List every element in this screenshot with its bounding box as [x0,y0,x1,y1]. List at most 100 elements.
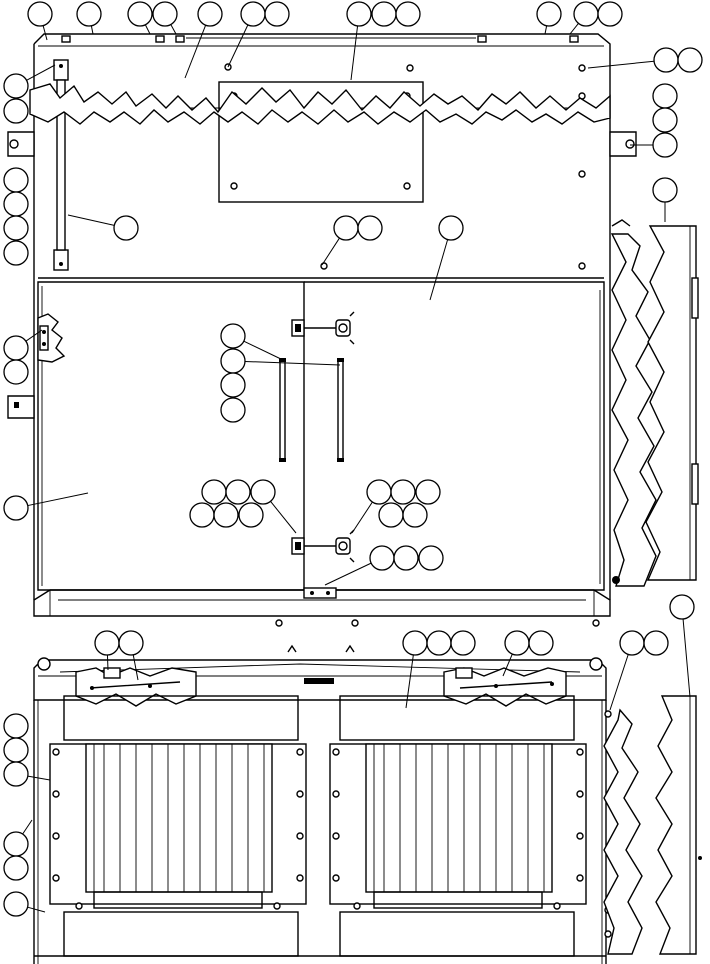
callout-leader-line [609,654,629,711]
callout-balloon [3,495,29,521]
callout-leader-line [170,24,177,35]
callout-balloon [395,1,421,27]
callout-leader-line [184,24,207,79]
callout-balloon [240,1,266,27]
callout-balloon [3,167,29,193]
callout-leader-line [350,25,359,81]
callout-leader-line [324,562,372,586]
callout-balloon [653,47,679,73]
callout-leader-line [27,492,89,507]
callout-balloon [415,479,441,505]
lower-transformer-assembly [33,644,612,964]
callout-balloon [264,1,290,27]
callout-balloon [94,630,120,656]
callout-balloon [127,1,153,27]
callout-balloon [76,1,102,27]
callout-leader-line [25,329,43,342]
callout-balloon [573,1,599,27]
door-handle-left [279,359,286,461]
callout-balloon [220,348,246,374]
callout-balloon [220,397,246,423]
callout-balloon [333,215,359,241]
callout-leader-line [569,23,579,35]
callout-balloon [504,630,530,656]
callout-leader-line [544,25,548,35]
callout-balloon [597,1,623,27]
callout-balloon [643,630,669,656]
callout-layer [3,1,703,917]
callout-balloon [619,630,645,656]
callout-balloon [393,545,419,571]
door-latch-bottom [291,529,355,563]
callout-balloon [225,479,251,505]
callout-leader-line [405,654,414,709]
callout-leader-line [106,654,109,671]
callout-balloon [3,891,29,917]
callout-balloon [346,1,372,27]
door-handle-right [337,359,344,461]
callout-leader-line [244,360,341,366]
callout-balloon [3,359,29,385]
callout-balloon [366,479,392,505]
callout-balloon [3,335,29,361]
callout-balloon [3,855,29,881]
callout-balloon [369,545,395,571]
door-latch-top [291,311,355,345]
callout-leader-line [682,618,691,698]
callout-balloon [3,831,29,857]
callout-leader-line [321,237,340,266]
callout-balloon [118,630,144,656]
left-mount-bracket [7,131,35,157]
callout-leader-line [132,654,139,681]
callout-leader-line [351,501,373,534]
callout-balloon [450,630,476,656]
callout-balloon [3,761,29,787]
callout-balloon [426,630,452,656]
right-mount-bracket [609,131,637,157]
callout-balloon [250,479,276,505]
break-line-upper [29,83,611,125]
callout-leader-line [22,819,33,835]
callout-balloon [197,1,223,27]
upper-inspection-plate [218,81,424,203]
callout-balloon [3,215,29,241]
callout-balloon [357,215,383,241]
callout-balloon [220,372,246,398]
callout-balloon [669,594,695,620]
upper-grab-handle [53,59,69,271]
upper-side-cover [610,219,699,587]
callout-balloon [652,132,678,158]
callout-leader-line [27,906,46,913]
callout-balloon [378,502,404,528]
callout-balloon [652,83,678,109]
callout-balloon [220,323,246,349]
callout-leader-line [502,653,513,677]
callout-balloon [438,215,464,241]
callout-balloon [677,47,703,73]
callout-balloon [390,479,416,505]
callout-leader-line [90,25,94,35]
callout-balloon [27,1,53,27]
callout-leader-line [227,24,249,68]
callout-balloon [652,107,678,133]
callout-balloon [371,1,397,27]
callout-balloon [418,545,444,571]
callout-balloon [3,737,29,763]
callout-balloon [402,630,428,656]
callout-leader-line [42,25,48,41]
callout-balloon [3,713,29,739]
transformer-right [329,695,587,957]
callout-leader-line [270,501,297,534]
callout-balloon [3,240,29,266]
callout-balloon [3,191,29,217]
callout-balloon [238,502,264,528]
callout-balloon [3,98,29,124]
callout-balloon [3,73,29,99]
callout-leader-line [144,24,151,35]
callout-balloon [152,1,178,27]
callout-leader-line [429,239,449,301]
callout-balloon [189,502,215,528]
callout-balloon [652,177,678,203]
